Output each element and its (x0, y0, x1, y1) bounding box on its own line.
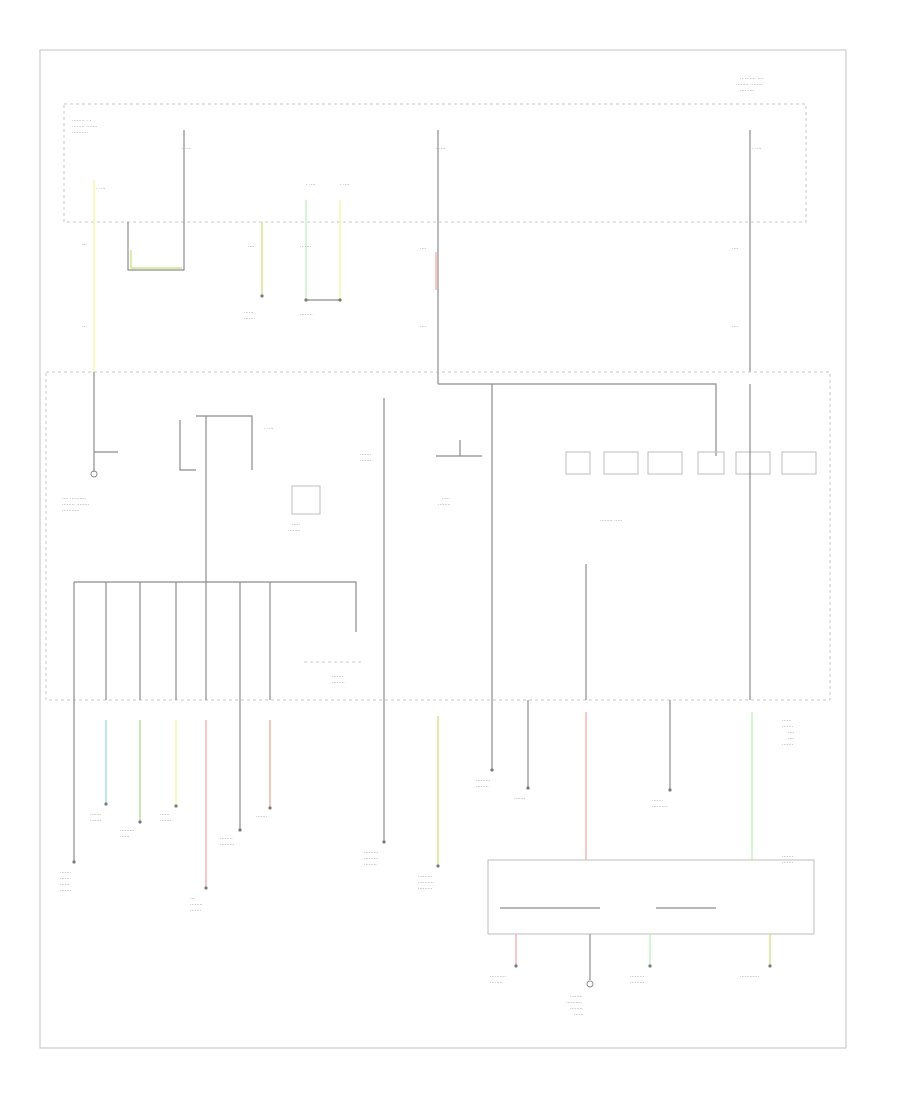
svg-text:· ····: · ···· (96, 186, 106, 192)
bottom-module: ······· ······· ·········· ········ ····… (487, 854, 815, 1018)
outer-frame (39, 49, 847, 1049)
svg-text:·· ····: ·· ···· (300, 244, 312, 250)
svg-text:······· ·······: ······· ······· (360, 452, 373, 464)
svg-text:······· ·······: ······· ······· (90, 812, 103, 824)
svg-text:········· ·········: ········· ········· ········ (364, 850, 380, 868)
svg-text:····: ···· (420, 324, 427, 330)
svg-text:···: ··· (82, 242, 87, 248)
svg-text:······· ··········: ······· ·········· (652, 798, 668, 810)
svg-text:········ ·····: ········ ····· (600, 518, 623, 524)
svg-text:····: ···· (732, 246, 739, 252)
svg-text:··· ········ ·····: ··· ········ ······· (190, 896, 204, 914)
svg-text:········· ··········: ········· ·········· ········· (418, 874, 436, 892)
output-wires: ······· ······· ······ ······· ······· ·… (60, 700, 796, 914)
svg-text:· ····: · ···· (436, 146, 446, 152)
green-wire-loop (130, 250, 182, 269)
svg-text:· ····: · ···· (752, 146, 762, 152)
svg-text:···: ··· (82, 324, 87, 330)
svg-text:····: ···· (248, 244, 255, 250)
svg-text:······· ········: ······· ········ (332, 674, 345, 686)
svg-text:·········· ········: ·········· ········ (490, 974, 508, 986)
svg-text:········: ········ (300, 312, 313, 318)
svg-text:·· ·· ···· ···· ········: ·· ·· ···· ···· ········ ········ ···· ·… (736, 76, 765, 94)
svg-text:······ ······· ···: ······ ······· ···· ···· ······· (782, 718, 796, 748)
svg-text:········· ········: ········· ········ (476, 778, 492, 790)
svg-text:···· ·········· ········: ···· ·········· ········ ········ ······… (62, 496, 91, 514)
svg-text:· ····: · ···· (306, 182, 316, 188)
svg-text:· ····: · ···· (340, 182, 350, 188)
svg-text:····: ···· (732, 324, 739, 330)
svg-text:········ · · ········ ··: ········ · · ········ ······· ·········· (72, 118, 99, 136)
svg-text:······ ·······: ······ ······· (244, 310, 256, 322)
svg-text:····: ···· (420, 246, 427, 252)
svg-text:············: ············ (740, 974, 759, 980)
svg-text:····· ········: ····· ········ (438, 496, 452, 508)
upper-fuse-box: ·· ·· ···· ···· ········ ········ ···· ·… (63, 76, 807, 223)
relay-row: ········ ····· (565, 384, 817, 700)
svg-text:········· ······: ········· ······ (120, 828, 136, 840)
svg-text:· ····: · ···· (264, 426, 274, 432)
svg-text:·······: ······· (514, 796, 526, 802)
svg-text:······ ·······: ······ ······· (160, 812, 172, 824)
svg-text:······· ······· ··: ······· ······· ······ ······· (60, 870, 73, 894)
lower-fuse-box: ···· ·········· ········ ········ ······… (45, 371, 831, 701)
svg-text:····· ········: ····· ········ (288, 522, 302, 534)
svg-text:········· ·········: ········· ········· (630, 974, 646, 986)
svg-text:······· ·······: ······· ······· (782, 854, 795, 866)
upper-wires: ··· ··· ···· ·· ···· ···· ···· ···· ····… (82, 130, 751, 372)
svg-text:·······: ······· (256, 814, 268, 820)
svg-text:········ ·········: ········ ········· (220, 836, 235, 848)
svg-text:········ ··········: ········ ·········· ········ ······ (566, 994, 584, 1018)
svg-text:· ····: · ···· (182, 146, 192, 152)
